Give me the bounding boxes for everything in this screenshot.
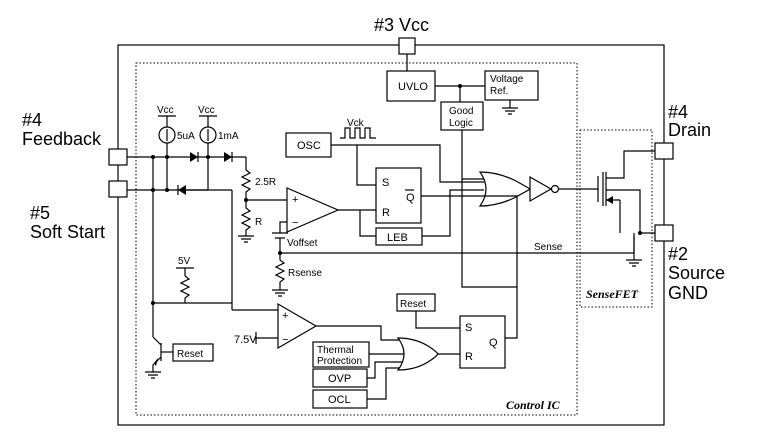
ff2-q: Q — [489, 337, 498, 349]
vcc-label-a: Vcc — [157, 105, 174, 116]
vck-label: Vck — [347, 118, 365, 129]
vcc-label-b: Vcc — [198, 105, 215, 116]
voltage-ref-block — [484, 70, 539, 101]
pin-source-pad — [654, 224, 674, 242]
sensefet-label: SenseFET — [586, 287, 639, 301]
sensefet-region — [579, 129, 653, 308]
v5-label: 5V — [178, 256, 191, 267]
pin-feedback-number: #4 — [22, 110, 42, 130]
control-ic-label: Control IC — [506, 398, 561, 412]
diode-fb-1 — [190, 152, 198, 162]
buffer-driver — [529, 175, 553, 203]
pin-softstart-label: Soft Start — [30, 222, 105, 242]
shutdown-comparator — [277, 302, 318, 350]
diode-ss-1 — [178, 185, 186, 195]
pwm-comparator — [286, 187, 340, 233]
reset-top-label: Reset — [400, 299, 426, 310]
inverter-bubble — [550, 184, 560, 194]
osc-label: OSC — [297, 140, 321, 152]
sense-label: Sense — [534, 242, 563, 253]
flipflop-protection — [459, 315, 506, 369]
voltage-ref-label-2: Ref. — [490, 86, 508, 97]
clock-waveform — [340, 127, 376, 139]
pin-feedback-label: Feedback — [22, 129, 102, 149]
pin-feedback-pad — [108, 148, 128, 166]
or-gate-main — [478, 171, 532, 207]
ff1-r: R — [382, 207, 390, 219]
resistor-rsense — [274, 253, 286, 290]
pin-vcc-pad — [398, 37, 416, 55]
thermal-protection-block — [312, 341, 370, 368]
ovp-label: OVP — [328, 373, 351, 385]
resistor-r — [240, 200, 252, 236]
thermal-label-2: Protection — [317, 356, 362, 367]
reset-bottom-label: Reset — [177, 349, 203, 360]
pin-drain-label: Drain — [668, 120, 711, 140]
pin-softstart-pad — [108, 180, 128, 198]
sd-minus: − — [282, 334, 288, 346]
resistor-2-5r — [240, 169, 252, 200]
reset-bottom-block — [172, 343, 214, 362]
pin-softstart-number: #5 — [30, 203, 50, 223]
v75-label: 7.5V — [234, 334, 257, 346]
uvlo-label: UVLO — [398, 81, 428, 93]
reset-transistor — [152, 336, 162, 372]
pwm-plus: + — [292, 194, 298, 206]
ff1-q: Q — [406, 192, 415, 204]
rsense-label: Rsense — [288, 268, 322, 279]
pin-drain-pad — [654, 142, 674, 160]
ff2-s: S — [465, 322, 472, 334]
voltage-ref-label-1: Voltage — [490, 74, 524, 85]
r25-label: 2.5R — [255, 177, 276, 188]
flipflop-pwm — [375, 167, 422, 224]
voffset-source — [272, 232, 288, 239]
good-logic-label-2: Logic — [449, 118, 473, 129]
pin-vcc-label: #3 Vcc — [374, 15, 429, 35]
i5ua-label: 5uA — [177, 131, 195, 142]
ocl-label: OCL — [328, 394, 351, 406]
pin-gnd-label: GND — [668, 283, 708, 303]
voffset-label: Voffset — [287, 238, 318, 249]
or-gate-protection — [396, 337, 439, 371]
r-label: R — [255, 217, 262, 228]
ff1-s: S — [382, 177, 389, 189]
good-logic-label-1: Good — [449, 106, 473, 117]
pin-source-number: #2 — [668, 244, 688, 264]
thermal-label-1: Thermal — [317, 345, 354, 356]
pwm-minus: − — [292, 217, 298, 229]
leb-label: LEB — [387, 232, 408, 244]
sd-plus: + — [282, 310, 288, 322]
i1ma-label: 1mA — [218, 131, 239, 142]
diode-fb-2 — [224, 152, 232, 162]
pin-source-label: Source — [668, 263, 725, 283]
pin-drain-number: #4 — [668, 102, 688, 122]
ff2-r: R — [465, 351, 473, 363]
control-ic-region — [135, 62, 578, 416]
